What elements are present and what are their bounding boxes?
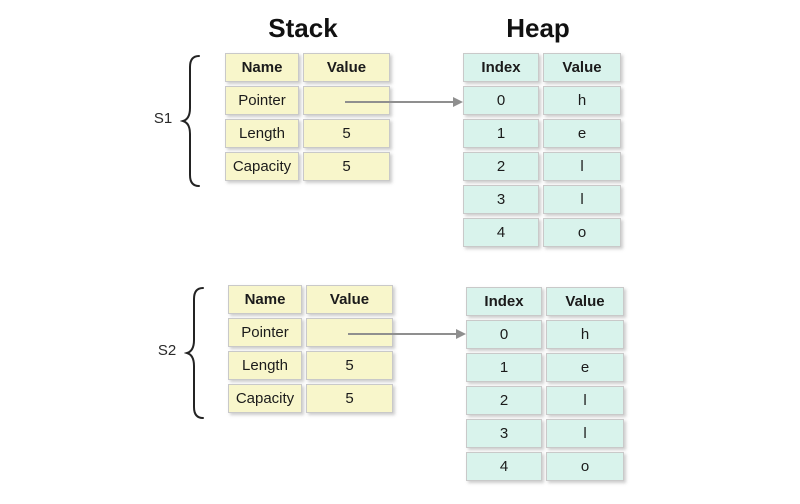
s2-stack-row-pointer-name: Pointer: [228, 318, 302, 347]
s1-heap-index-2: 2: [463, 152, 539, 181]
s1-label: S1: [153, 110, 173, 127]
s2-heap-value-1: e: [546, 353, 624, 382]
s1-stack-row-capacity-name: Capacity: [225, 152, 299, 181]
s1-heap-header-index: Index: [463, 53, 539, 82]
s1-stack-table: Name Value Pointer Length 5 Capacity 5: [225, 53, 390, 181]
heap-title: Heap: [506, 13, 570, 43]
s1-stack-row-pointer-value: [303, 86, 390, 115]
s1-pointer-arrow-line: [345, 101, 453, 103]
s1-stack-row-length-value: 5: [303, 119, 390, 148]
s1-heap-index-1: 1: [463, 119, 539, 148]
s1-heap-value-3: l: [543, 185, 621, 214]
s2-stack-row-length-value: 5: [306, 351, 393, 380]
s1-heap-value-2: l: [543, 152, 621, 181]
s1-heap-value-4: o: [543, 218, 621, 247]
s2-heap-header-value: Value: [546, 287, 624, 316]
s1-pointer-arrowhead-icon: [453, 97, 463, 107]
s2-stack-header-name: Name: [228, 285, 302, 314]
s2-label: S2: [157, 342, 177, 359]
s1-heap-table: Index Value 0 h 1 e 2 l 3 l 4 o: [463, 53, 621, 247]
s2-heap-value-2: l: [546, 386, 624, 415]
s2-heap-index-0: 0: [466, 320, 542, 349]
s2-stack-row-pointer-value: [306, 318, 393, 347]
s2-stack-table: Name Value Pointer Length 5 Capacity 5: [228, 285, 393, 413]
s1-stack-row-pointer-name: Pointer: [225, 86, 299, 115]
s2-pointer-arrowhead-icon: [456, 329, 466, 339]
s2-stack-header-value: Value: [306, 285, 393, 314]
s2-stack-row-length-name: Length: [228, 351, 302, 380]
s1-stack-row-capacity-value: 5: [303, 152, 390, 181]
s1-heap-value-0: h: [543, 86, 621, 115]
s2-brace-icon: [184, 287, 204, 419]
s2-heap-header-index: Index: [466, 287, 542, 316]
s1-stack-header-value: Value: [303, 53, 390, 82]
s2-heap-value-3: l: [546, 419, 624, 448]
s1-heap-index-0: 0: [463, 86, 539, 115]
s1-brace-icon: [180, 55, 200, 187]
s2-heap-index-1: 1: [466, 353, 542, 382]
s1-stack-header-name: Name: [225, 53, 299, 82]
s2-heap-index-2: 2: [466, 386, 542, 415]
s1-stack-row-length-name: Length: [225, 119, 299, 148]
s2-stack-row-capacity-value: 5: [306, 384, 393, 413]
s2-pointer-arrow-line: [348, 333, 456, 335]
s1-heap-index-3: 3: [463, 185, 539, 214]
s2-heap-index-4: 4: [466, 452, 542, 481]
s2-heap-value-0: h: [546, 320, 624, 349]
s2-heap-table: Index Value 0 h 1 e 2 l 3 l 4 o: [466, 287, 624, 481]
s1-heap-value-1: e: [543, 119, 621, 148]
stack-title: Stack: [268, 13, 338, 43]
s1-heap-header-value: Value: [543, 53, 621, 82]
s2-heap-index-3: 3: [466, 419, 542, 448]
s2-stack-row-capacity-name: Capacity: [228, 384, 302, 413]
s2-heap-value-4: o: [546, 452, 624, 481]
s1-heap-index-4: 4: [463, 218, 539, 247]
